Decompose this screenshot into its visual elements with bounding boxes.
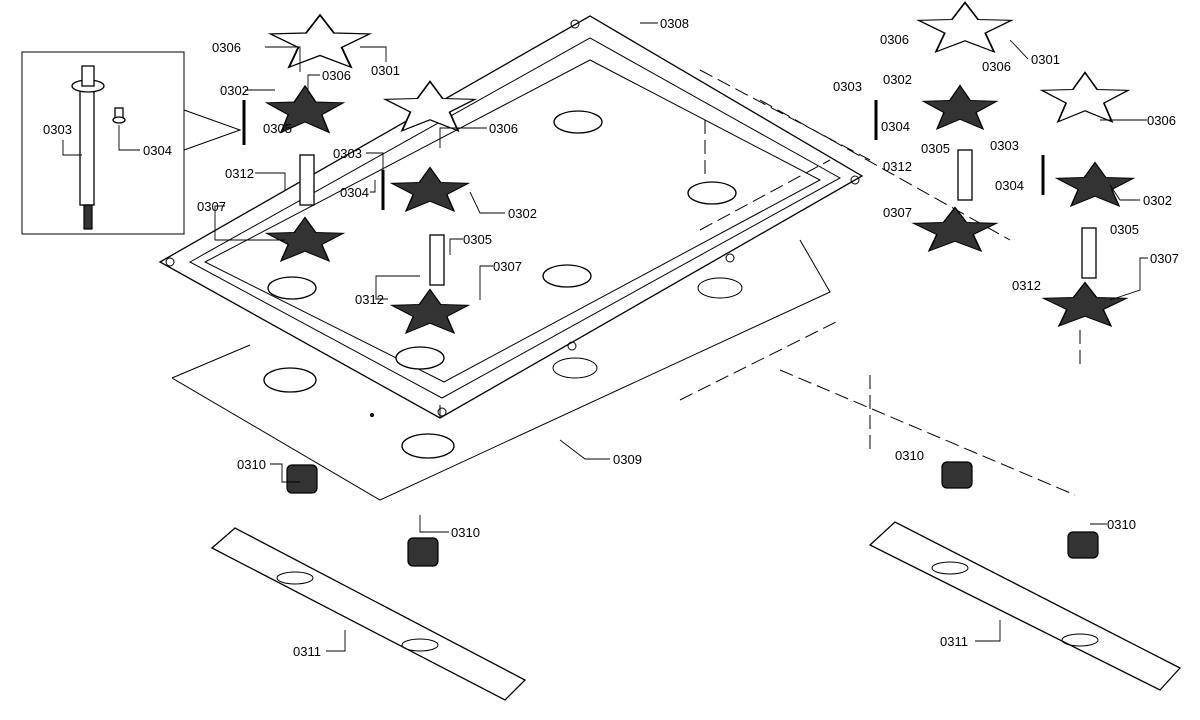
label-0303: 0303 (43, 122, 72, 137)
label-0306: 0306 (982, 59, 1011, 74)
label-0310: 0310 (1107, 517, 1136, 532)
label-0301: 0301 (371, 63, 400, 78)
label-0304: 0304 (995, 178, 1024, 193)
label-0306: 0306 (212, 40, 241, 55)
leader-lines (214, 22, 1148, 652)
label-0305: 0305 (1110, 222, 1139, 237)
label-0306: 0306 (322, 68, 351, 83)
label-0310: 0310 (451, 525, 480, 540)
inset-detail-box (21, 51, 242, 235)
label-0312: 0312 (355, 292, 384, 307)
valves-and-rails (210, 461, 1182, 701)
label-0306: 0306 (489, 121, 518, 136)
label-0304: 0304 (143, 143, 172, 158)
label-0302: 0302 (883, 72, 912, 87)
label-0310: 0310 (237, 457, 266, 472)
label-0311: 0311 (293, 644, 321, 659)
label-0310: 0310 (895, 448, 924, 463)
label-0309: 0309 (613, 452, 642, 467)
part-labels: 0306 0301 0306 0302 0303 0304 0305 0303 … (43, 16, 1179, 659)
label-0305: 0305 (463, 232, 492, 247)
label-0307: 0307 (883, 205, 912, 220)
label-0304: 0304 (340, 185, 369, 200)
label-0306: 0306 (880, 32, 909, 47)
cooktop-plate-0308 (158, 15, 864, 419)
label-0303: 0303 (833, 79, 862, 94)
bottom-plate-0309 (171, 239, 831, 501)
label-0312: 0312 (225, 166, 254, 181)
label-0301: 0301 (1031, 52, 1060, 67)
alignment-lines (679, 69, 1081, 496)
label-0307: 0307 (197, 199, 226, 214)
label-0307: 0307 (493, 259, 522, 274)
label-0307: 0307 (1150, 251, 1179, 266)
label-0308: 0308 (660, 16, 689, 31)
label-0303: 0303 (990, 138, 1019, 153)
burner-caps-left (242, 13, 476, 334)
burner-caps-right (874, 1, 1135, 327)
label-0305: 0305 (263, 121, 292, 136)
label-0306: 0306 (1147, 113, 1176, 128)
label-0312: 0312 (883, 159, 912, 174)
label-0304: 0304 (881, 119, 910, 134)
label-0311: 0311 (940, 634, 968, 649)
label-0305: 0305 (921, 141, 950, 156)
label-0312: 0312 (1012, 278, 1041, 293)
label-0303: 0303 (333, 146, 362, 161)
label-0302: 0302 (220, 83, 249, 98)
label-0302: 0302 (1143, 193, 1172, 208)
label-0302: 0302 (508, 206, 537, 221)
